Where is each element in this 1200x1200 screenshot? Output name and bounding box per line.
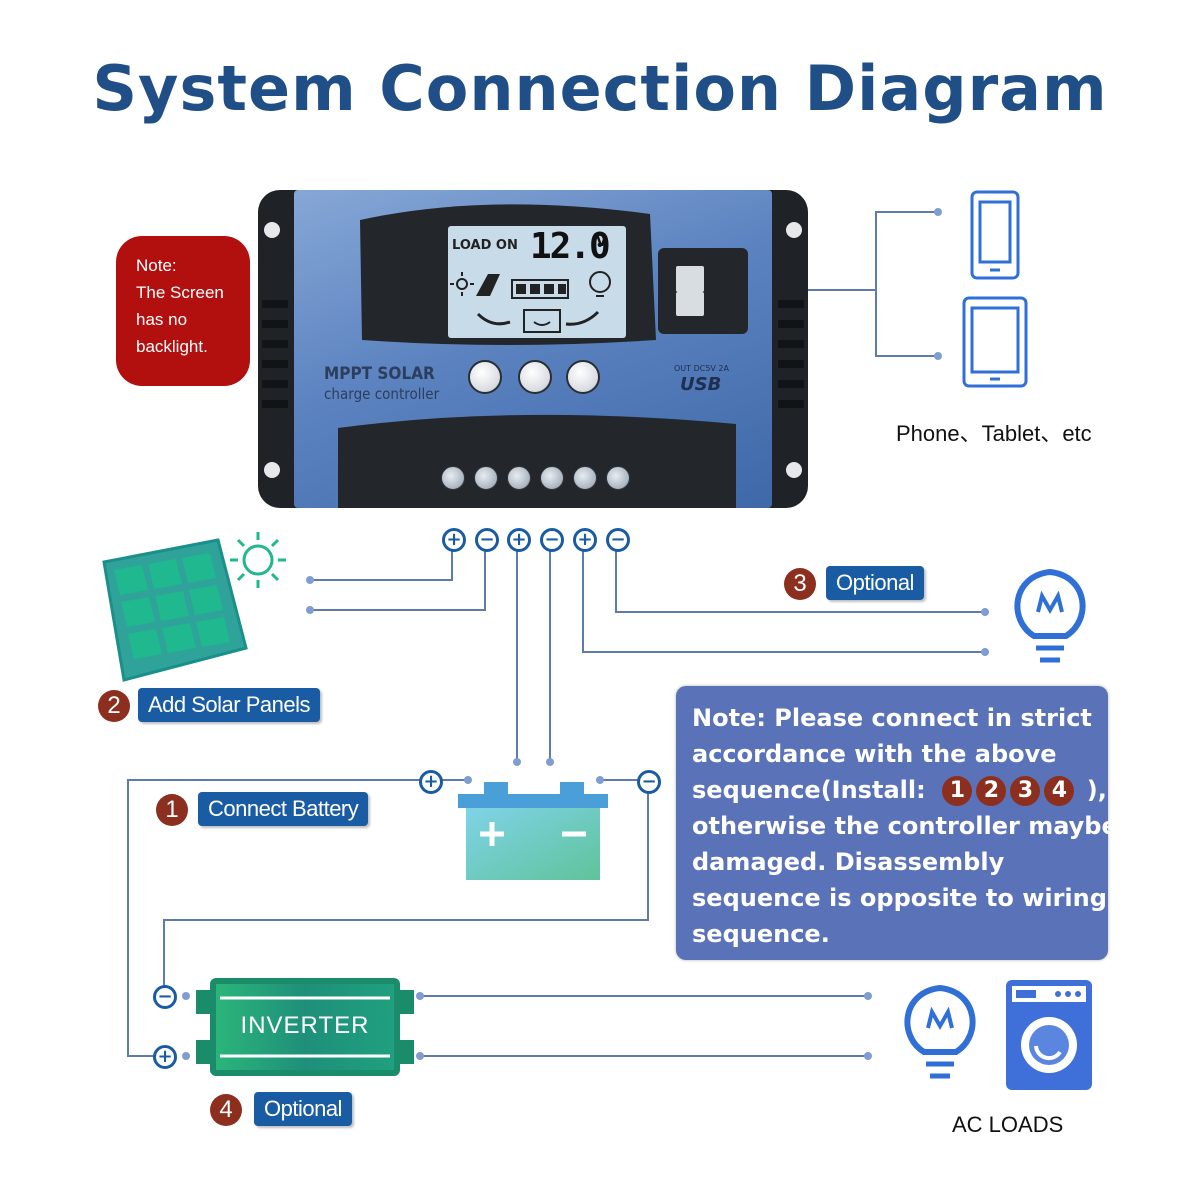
inverter-negative-wire	[163, 792, 649, 988]
step-4-label: Optional	[254, 1092, 352, 1126]
brand-name: MPPT SOLAR	[324, 364, 435, 384]
minus-icon: −	[637, 770, 661, 794]
lcd-smiley-icon	[523, 309, 561, 333]
sun-icon	[230, 532, 286, 588]
menu-button[interactable]	[468, 360, 502, 394]
inverter-box	[210, 978, 400, 1076]
brand-subtitle: charge controller	[324, 385, 440, 403]
minus-icon: −	[153, 985, 177, 1009]
wiring-note-line: damaged. Disassembly	[692, 848, 1005, 876]
step-1-label: Connect Battery	[198, 792, 369, 826]
diagram-title: System Connection Diagram	[92, 52, 1108, 125]
lcd-sun-icon	[450, 272, 474, 296]
sequence-step: 1	[942, 776, 973, 806]
plus-icon: +	[153, 1045, 177, 1069]
ac-bulb-icon	[904, 984, 976, 1079]
washing-machine-icon	[1006, 980, 1092, 1090]
wiring-note-prefix: sequence(Install:	[692, 776, 926, 804]
devices-label: Phone、Tablet、etc	[896, 421, 1092, 446]
battery-positive-terminal	[507, 466, 531, 490]
dc-bulb-icon	[1014, 568, 1086, 663]
phone-icon	[970, 190, 1020, 280]
step-3-label: Optional	[826, 566, 924, 600]
step-2-number: 2	[98, 690, 130, 722]
lcd-load-status: LOAD ON	[452, 238, 518, 253]
screen-note-line: The Screen	[136, 283, 224, 302]
inverter-label: INVERTER	[240, 1012, 370, 1039]
inverter-details	[196, 990, 414, 1064]
solar-positive-wire	[310, 540, 453, 581]
plus-icon: +	[507, 528, 531, 552]
step-4-number: 4	[210, 1094, 242, 1126]
wiring-note: Note: Please connect in strict accordanc…	[676, 686, 1118, 960]
lcd-status-icons	[450, 271, 611, 333]
plus-icon: +	[442, 528, 466, 552]
plus-icon: +	[573, 528, 597, 552]
devices-bracket	[875, 211, 938, 357]
load-negative-wire	[615, 548, 985, 613]
inverter-positive-wire	[127, 779, 420, 1057]
step-2-label: Add Solar Panels	[138, 688, 320, 722]
wiring-note-line: sequence.	[692, 920, 830, 948]
lcd-bulb-icon	[589, 271, 611, 297]
battery-icon	[458, 782, 608, 880]
sequence-step: 2	[976, 776, 1007, 806]
screen-note-line: has no	[136, 310, 188, 329]
screen-note: Note: The Screen has no backlight.	[116, 236, 250, 386]
usb-logo: USB	[680, 374, 722, 395]
sequence-step: 3	[1010, 776, 1041, 806]
down-button[interactable]	[566, 360, 600, 394]
lcd-voltage-unit: V	[596, 234, 607, 250]
load-negative-terminal	[606, 466, 630, 490]
solar-panel-icon	[102, 538, 248, 682]
sequence-step: 4	[1044, 776, 1075, 806]
wiring-note-line: sequence is opposite to wiring	[692, 884, 1107, 912]
lcd-battery-icon	[511, 279, 569, 299]
wiring-note-line: Note: Please connect in strict	[692, 704, 1092, 732]
up-button[interactable]	[518, 360, 552, 394]
ac-loads-label: AC LOADS	[952, 1112, 1064, 1137]
controller-details	[262, 204, 804, 508]
lcd-voltage-readout: 12.0	[530, 226, 611, 267]
tablet-icon	[962, 296, 1028, 388]
wiring-note-suffix: ),	[1086, 776, 1107, 804]
usb-spec: OUT DC5V 2A	[674, 364, 729, 373]
solar-negative-terminal	[474, 466, 498, 490]
step-1-number: 1	[156, 794, 188, 826]
lcd-panel-icon	[476, 274, 500, 296]
screen-note-line: backlight.	[136, 337, 208, 356]
wiring-note-line: otherwise the controller maybe	[692, 812, 1118, 840]
minus-icon: −	[540, 528, 564, 552]
screen-note-line: Note:	[136, 256, 177, 275]
load-positive-terminal	[573, 466, 597, 490]
solar-positive-terminal	[441, 466, 465, 490]
load-positive-wire	[582, 548, 985, 653]
solar-negative-wire	[310, 540, 486, 611]
plus-icon: +	[419, 770, 443, 794]
wiring-note-line: accordance with the above	[692, 740, 1057, 768]
minus-icon: −	[606, 528, 630, 552]
step-3-number: 3	[784, 568, 816, 600]
battery-negative-terminal	[540, 466, 564, 490]
lcd-arrow-icons	[476, 310, 600, 326]
minus-icon: −	[475, 528, 499, 552]
